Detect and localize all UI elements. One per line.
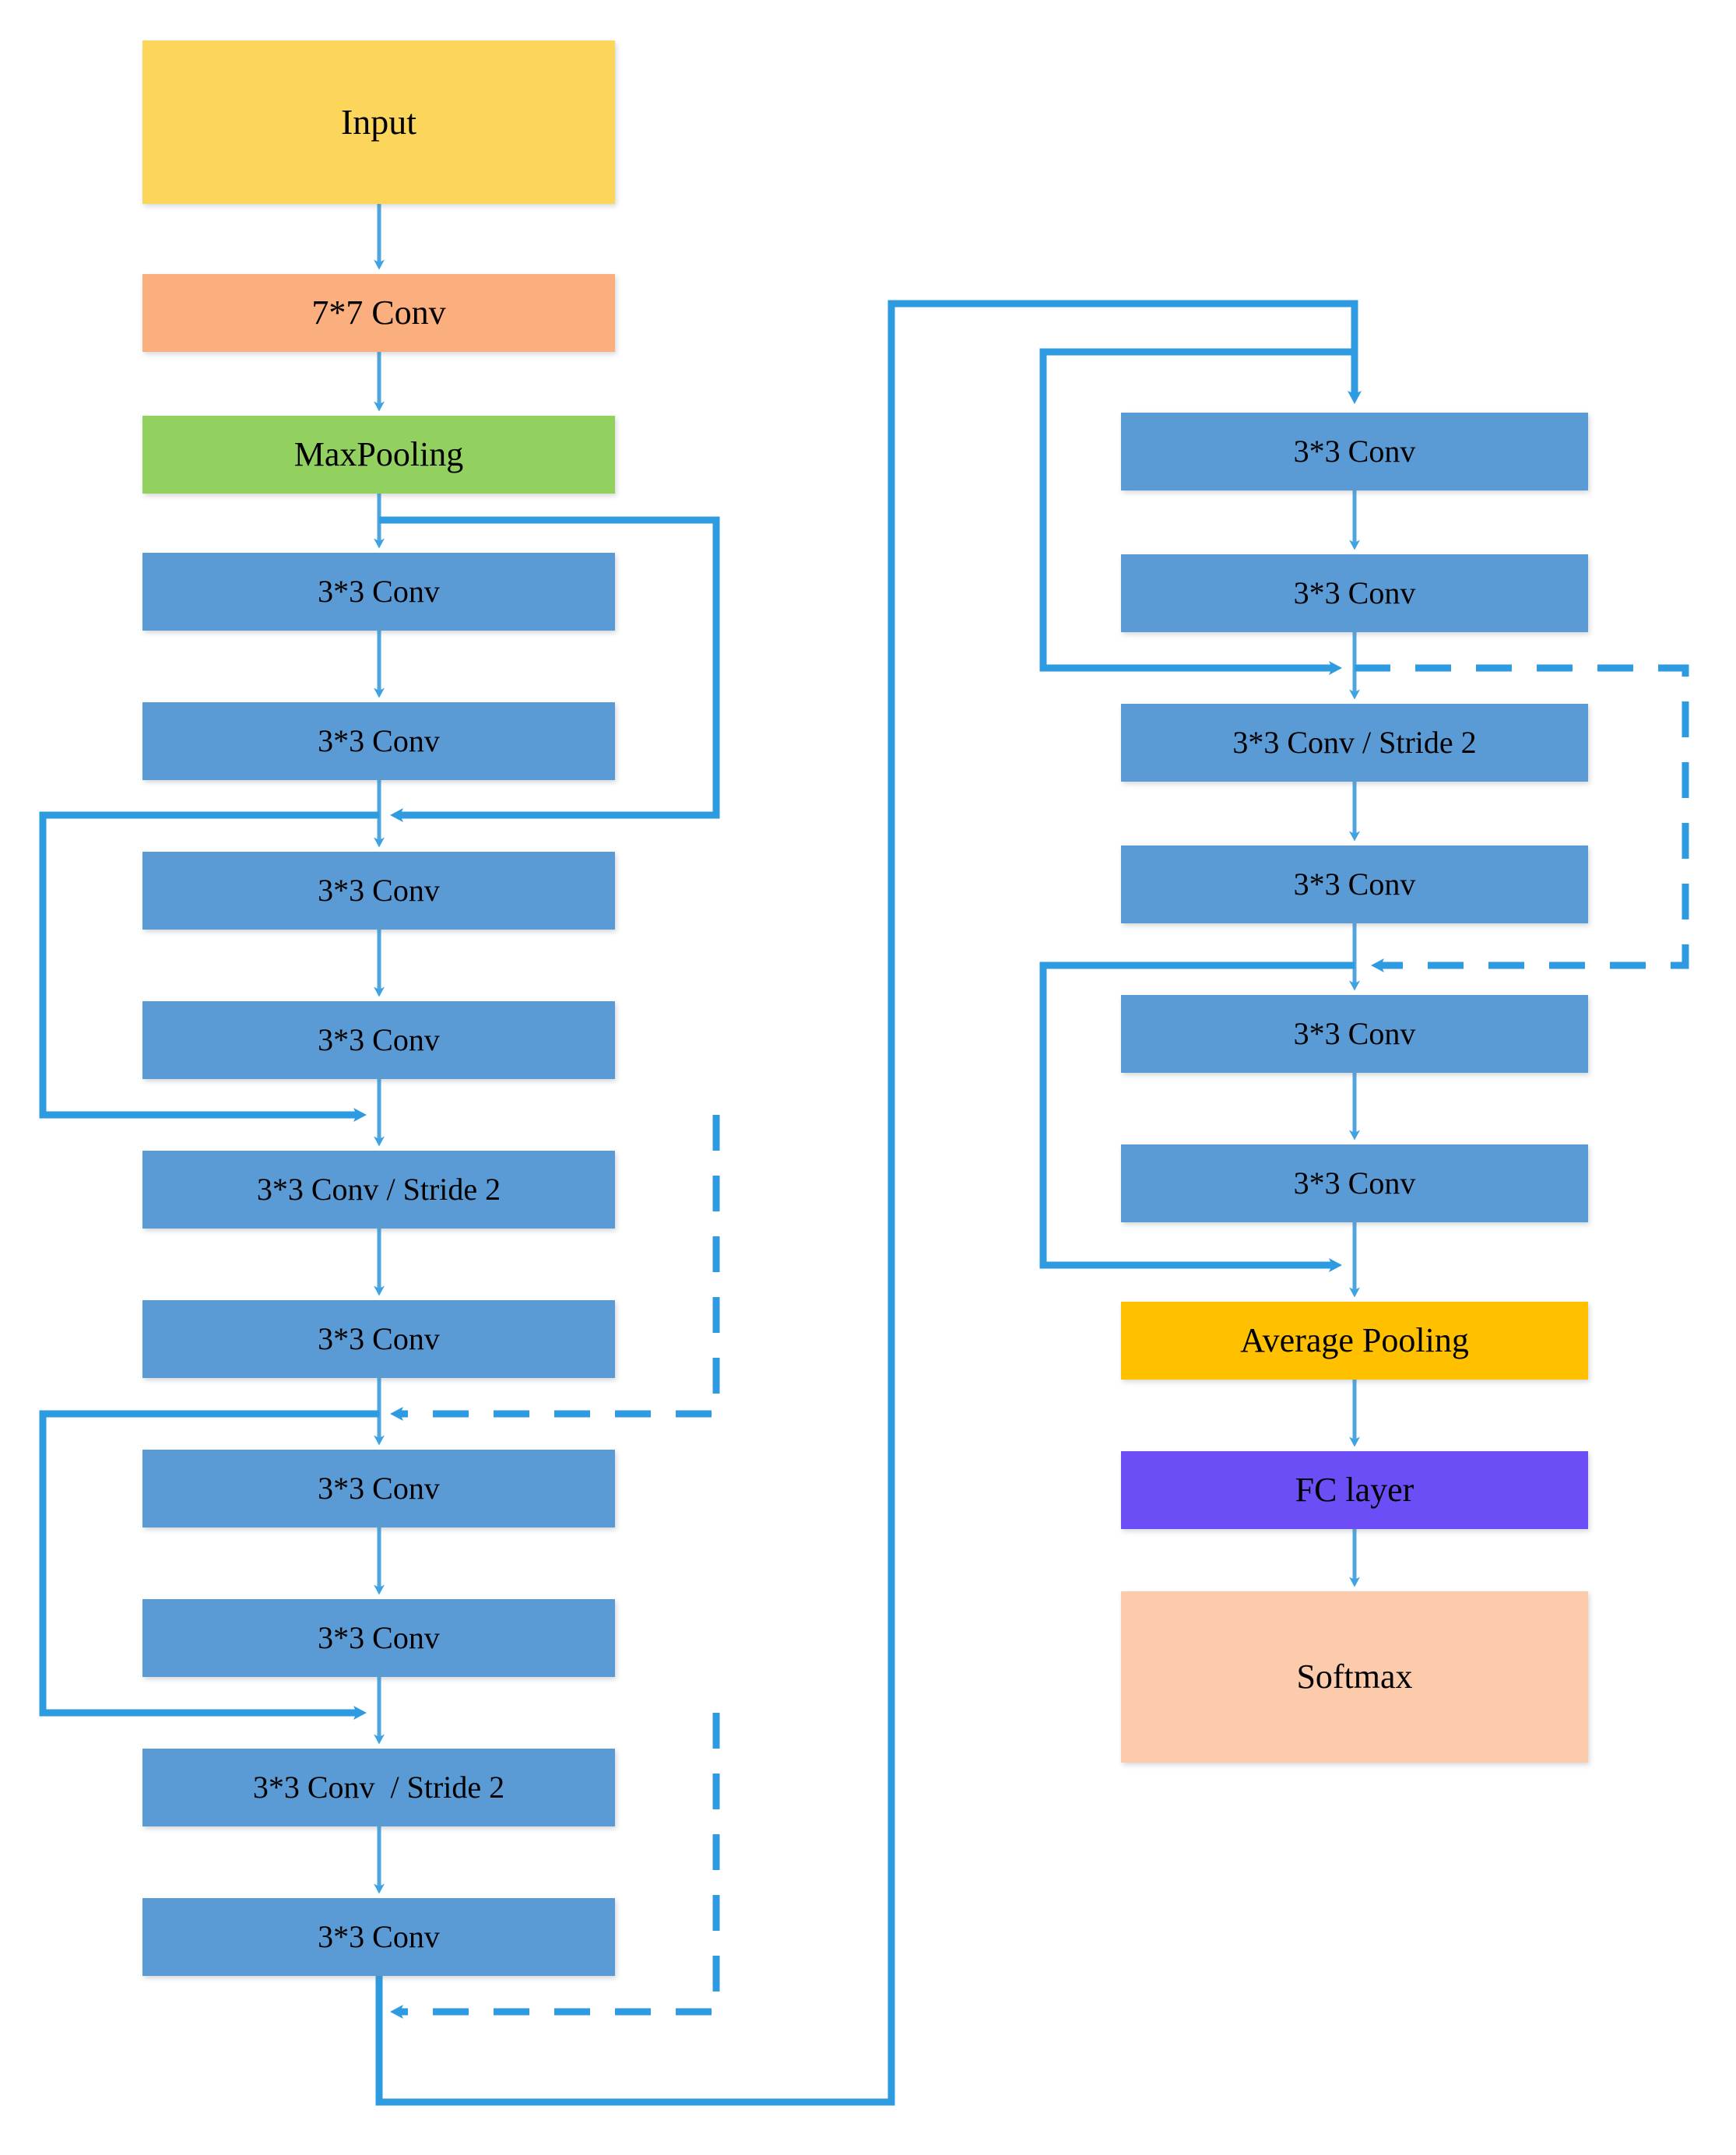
shortcut-l4 <box>39 1410 379 1720</box>
node-label: MaxPooling <box>293 434 464 473</box>
node-label: 7*7 Conv <box>311 293 446 332</box>
node-l5b: 3*3 Conv <box>142 1898 615 1976</box>
node-label: 3*3 Conv <box>318 1022 440 1057</box>
node-label: Average Pooling <box>1240 1320 1469 1359</box>
left-tail-to-right-head <box>375 300 1362 2106</box>
projection-shortcuts <box>390 664 1689 2019</box>
node-label: 3*3 Conv <box>1293 575 1416 610</box>
node-avgpool: Average Pooling <box>1121 1302 1588 1380</box>
node-r1b: 3*3 Conv <box>1121 554 1588 632</box>
node-l2a: 3*3 Conv <box>142 852 615 930</box>
node-r3a: 3*3 Conv <box>1121 995 1588 1073</box>
node-maxpool: MaxPooling <box>142 416 615 494</box>
node-label: 3*3 Conv <box>318 1321 440 1356</box>
node-softmax: Softmax <box>1121 1591 1588 1763</box>
node-label: 3*3 Conv / Stride 2 <box>252 1770 505 1805</box>
shortcut-r1 <box>1039 348 1355 675</box>
node-label: 3*3 Conv <box>318 574 440 609</box>
node-label: 3*3 Conv / Stride 2 <box>1232 725 1477 760</box>
node-r2b: 3*3 Conv <box>1121 845 1588 923</box>
node-label: FC layer <box>1295 1470 1414 1509</box>
node-r2a: 3*3 Conv / Stride 2 <box>1121 704 1588 782</box>
shortcut-r3 <box>1039 961 1355 1272</box>
node-l5a: 3*3 Conv / Stride 2 <box>142 1749 615 1826</box>
node-fc: FC layer <box>1121 1451 1588 1529</box>
node-input: Input <box>142 40 615 204</box>
flow-arrows <box>374 204 1360 1894</box>
dashed-shortcut-l5 <box>390 1713 720 2019</box>
node-label: 3*3 Conv <box>318 1471 440 1506</box>
node-label: 3*3 Conv <box>318 873 440 908</box>
node-r1a: 3*3 Conv <box>1121 413 1588 490</box>
node-label: 3*3 Conv <box>1293 434 1416 469</box>
node-l3b: 3*3 Conv <box>142 1300 615 1378</box>
node-label: Softmax <box>1296 1657 1413 1696</box>
node-label: 3*3 Conv <box>318 1919 440 1954</box>
node-label: 3*3 Conv <box>318 723 440 758</box>
column-link <box>375 300 1362 2106</box>
identity-shortcuts <box>39 348 1355 1720</box>
shortcut-l2 <box>39 811 379 1122</box>
node-label: 3*3 Conv <box>1293 1016 1416 1051</box>
shortcut-l1 <box>379 516 720 822</box>
node-l3a: 3*3 Conv / Stride 2 <box>142 1151 615 1229</box>
node-label: 3*3 Conv <box>318 1620 440 1655</box>
node-l1a: 3*3 Conv <box>142 553 615 631</box>
dashed-shortcut-l3 <box>390 1115 720 1421</box>
node-label: Input <box>340 101 417 142</box>
node-l1b: 3*3 Conv <box>142 702 615 780</box>
node-l4a: 3*3 Conv <box>142 1450 615 1527</box>
node-l4b: 3*3 Conv <box>142 1599 615 1677</box>
node-label: 3*3 Conv / Stride 2 <box>256 1172 501 1207</box>
node-label: 3*3 Conv <box>1293 867 1416 902</box>
node-r3b: 3*3 Conv <box>1121 1144 1588 1222</box>
node-label: 3*3 Conv <box>1293 1165 1416 1201</box>
node-l2b: 3*3 Conv <box>142 1001 615 1079</box>
node-conv7: 7*7 Conv <box>142 274 615 352</box>
